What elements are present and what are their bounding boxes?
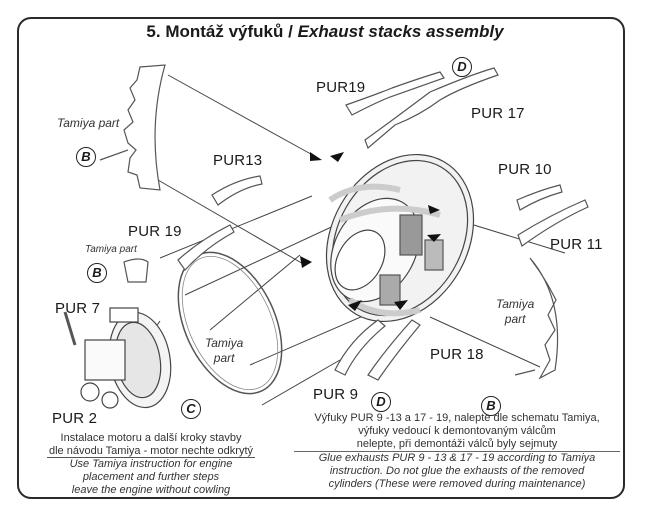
title-number: 5.	[146, 22, 161, 41]
tamiya-label-small-part: Tamiya part	[85, 244, 137, 255]
badge-b-cowl-left: B	[76, 147, 96, 167]
cowl-left-part	[99, 64, 166, 191]
label-pur9: PUR 9	[313, 386, 359, 403]
cowl-right-part	[514, 257, 559, 380]
exhaust-pur10	[516, 184, 563, 211]
tamiya-label-ring: Tamiya part	[205, 336, 244, 365]
tamiya-small-part	[123, 258, 149, 283]
label-pur19-left: PUR 19	[128, 223, 182, 240]
label-pur19-top: PUR19	[316, 79, 366, 96]
exhaust-pur18	[367, 319, 421, 381]
label-pur11: PUR 11	[550, 236, 603, 253]
badge-b-bottom: B	[481, 396, 501, 416]
note-left-en-1: Use Tamiya instruction for engine	[69, 458, 233, 470]
badge-b-small-part: B	[87, 263, 107, 283]
note-right-en-2: instruction. Do not glue the exhausts of…	[329, 465, 585, 477]
page-title: 5. Montáž výfuků / Exhaust stacks assemb…	[0, 22, 650, 42]
leader-line	[184, 222, 341, 296]
exhaust-pur9	[334, 319, 386, 376]
title-czech: Montáž výfuků /	[165, 22, 293, 41]
badge-d-top: D	[452, 57, 472, 77]
exhaust-pur11	[517, 199, 589, 247]
exhaust-pur13	[211, 175, 263, 206]
label-pur13: PUR13	[213, 152, 263, 169]
exhaust-pur19-left	[177, 224, 235, 271]
tamiya-label-cowl-left: Tamiya part	[57, 116, 120, 130]
note-right-en-1: Glue exhausts PUR 9 - 13 & 17 - 19 accor…	[318, 452, 596, 464]
tamiya-label-cowl-right: Tamiya part	[496, 297, 535, 326]
title-english: Exhaust stacks assembly	[297, 22, 504, 41]
exhaust-stacks	[63, 67, 589, 381]
label-pur2: PUR 2	[52, 410, 98, 427]
note-left-en-3: leave the engine without cowling	[71, 484, 231, 496]
exhaust-pur19-top	[345, 71, 445, 116]
label-pur10: PUR 10	[498, 161, 552, 178]
diagram-frame	[17, 17, 625, 499]
engine-assembly-left	[80, 307, 172, 409]
note-right-cz-3: nelepte, při demontáži válců byly sejmut…	[294, 438, 620, 452]
note-left-cz-1: Instalace motoru a další kroky stavby	[60, 432, 242, 444]
leader-line	[261, 359, 341, 406]
label-pur18: PUR 18	[430, 346, 484, 363]
leader-line	[429, 316, 541, 368]
badge-d-bottom: D	[371, 392, 391, 412]
note-right-cz-2: výfuky vedoucí k demontovaným válcům	[358, 425, 556, 437]
note-left-cz-2: dle návodu Tamiya - motor nechte odkrytý	[46, 445, 255, 458]
pur7-pin	[63, 311, 77, 346]
label-pur7: PUR 7	[55, 300, 101, 317]
exhaust-pur17	[364, 67, 499, 150]
radial-engine	[325, 153, 475, 323]
leader-line	[167, 74, 319, 159]
leader-line	[159, 195, 313, 259]
note-left: Instalace motoru a další kroky stavby dl…	[20, 432, 282, 497]
label-pur17: PUR 17	[471, 105, 525, 122]
leader-line	[209, 254, 301, 331]
note-right-cz-1: Výfuky PUR 9 -13 a 17 - 19, nalepte dle …	[314, 412, 600, 424]
badge-c-engine: C	[181, 399, 201, 419]
note-right-en-3: cylinders (These were removed during mai…	[328, 478, 586, 490]
note-left-en-2: placement and further steps	[82, 471, 220, 483]
note-right: Výfuky PUR 9 -13 a 17 - 19, nalepte dle …	[292, 412, 622, 491]
